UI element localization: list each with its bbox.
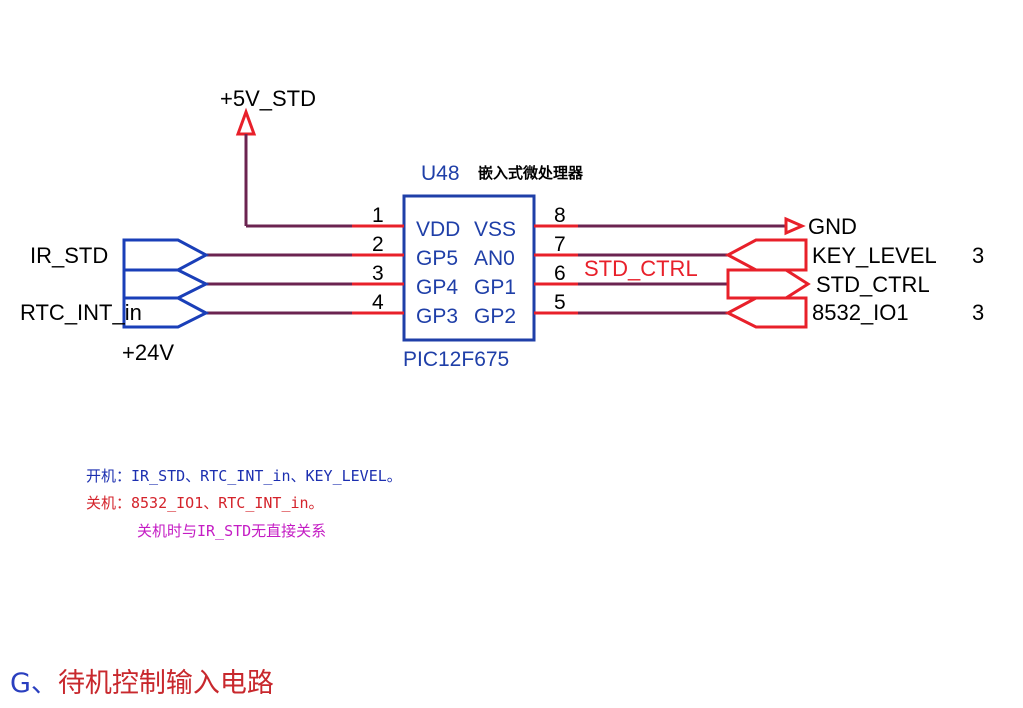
pin-1-name: VDD [416,218,460,241]
vcc-arrow-symbol [235,107,257,136]
port-middle-symbol [122,268,210,300]
v24-label: +24V [122,340,174,365]
chip-designator: U48 [421,162,460,185]
chip-description: 嵌入式微处理器 [478,164,584,182]
pin-4-name: GP3 [416,305,458,328]
port-middle [122,268,210,300]
gnd-label: GND [808,214,857,239]
gnd-power-port: GND [784,214,857,239]
port-rtc-int-label: RTC_INT_in [20,300,142,325]
vcc-power-port: +5V_STD [220,86,352,228]
port-key-level: KEY_LEVEL 3 [724,238,984,272]
port-rtc-int-symbol [122,296,210,329]
pin-3-name: GP4 [416,276,458,299]
pin-7-name: AN0 [474,247,515,270]
port-io1-symbol [724,296,808,329]
caption-title: 待机控制输入电路 [58,668,274,699]
port-io1: 8532_IO1 3 [724,296,984,329]
port-std-ctrl: STD_CTRL [726,268,930,300]
pin-7-number: 7 [554,233,566,256]
note-power-on: 开机：IR_STD、RTC_INT_in、KEY_LEVEL。 [86,467,402,485]
pin-6-number: 6 [554,262,566,285]
gnd-arrow-symbol [784,216,806,236]
chip-part-number: PIC12F675 [403,348,509,371]
port-std-ctrl-label: STD_CTRL [816,272,930,297]
pin-5-name: GP2 [474,305,516,328]
note-power-off-sub: 关机时与IR_STD无直接关系 [137,522,326,540]
pin-5-number: 5 [554,291,566,314]
port-io1-label: 8532_IO1 [812,300,909,325]
pin-1-number: 1 [372,204,384,227]
pin-2-number: 2 [372,233,384,256]
port-ir-std-symbol [122,238,210,272]
port-ir-std: IR_STD [30,238,210,272]
caption-prefix: G、 [10,668,58,699]
pin-2-name: GP5 [416,247,458,270]
caption: G、待机控制输入电路 [10,668,274,699]
pin-6-name: GP1 [474,276,516,299]
port-ir-std-label: IR_STD [30,243,108,268]
pin-4-number: 4 [372,291,384,314]
port-key-level-label: KEY_LEVEL [812,243,937,268]
pin-3-number: 3 [372,262,384,285]
port-rtc-int: RTC_INT_in [20,296,210,329]
port-io1-sheet: 3 [972,300,984,325]
net-label-std-ctrl: STD_CTRL [584,256,698,281]
port-std-ctrl-symbol [726,268,811,300]
port-key-level-symbol [724,238,808,272]
chip-body [402,194,536,342]
vcc-label: +5V_STD [220,86,316,111]
port-key-level-sheet: 3 [972,243,984,268]
note-power-off: 关机：8532_IO1、RTC_INT_in。 [86,494,324,512]
pin-8-name: VSS [474,218,516,241]
chip-u48: U48 嵌入式微处理器 PIC12F675 1 2 3 4 VDD GP5 GP… [352,162,584,371]
pin-8-number: 8 [554,204,566,227]
